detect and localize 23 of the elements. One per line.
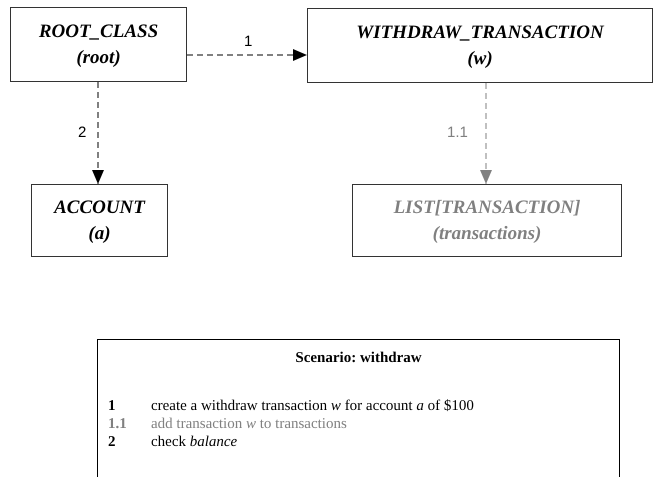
step-description: add transaction w to transactions <box>151 415 348 433</box>
dashed-arrow <box>92 82 104 184</box>
step-description: create a withdraw transaction w for account a of $100 <box>151 397 475 415</box>
object-name: (root) <box>76 46 121 70</box>
object-box <box>31 184 168 257</box>
dashed-arrow <box>480 82 492 184</box>
class-name: LIST[TRANSACTION] <box>394 196 580 220</box>
scenario-heading: Scenario: withdraw <box>294 350 423 367</box>
object-box <box>352 184 622 257</box>
class-name: ROOT_CLASS <box>38 20 158 44</box>
step-description: check balance <box>151 433 238 451</box>
class-name: ACCOUNT <box>54 196 145 220</box>
object-name: (transactions) <box>432 222 542 246</box>
object-name: (a) <box>88 222 111 246</box>
object-name: (w) <box>467 46 493 70</box>
dashed-arrow <box>186 49 308 61</box>
class-name: WITHDRAW_TRANSACTION <box>356 20 604 44</box>
step-number: 2 <box>108 433 116 451</box>
step-number: 1 <box>108 397 116 415</box>
object-box <box>307 8 653 83</box>
object-box <box>10 7 187 82</box>
scenario-box <box>97 339 620 477</box>
step-number: 1.1 <box>108 415 128 433</box>
